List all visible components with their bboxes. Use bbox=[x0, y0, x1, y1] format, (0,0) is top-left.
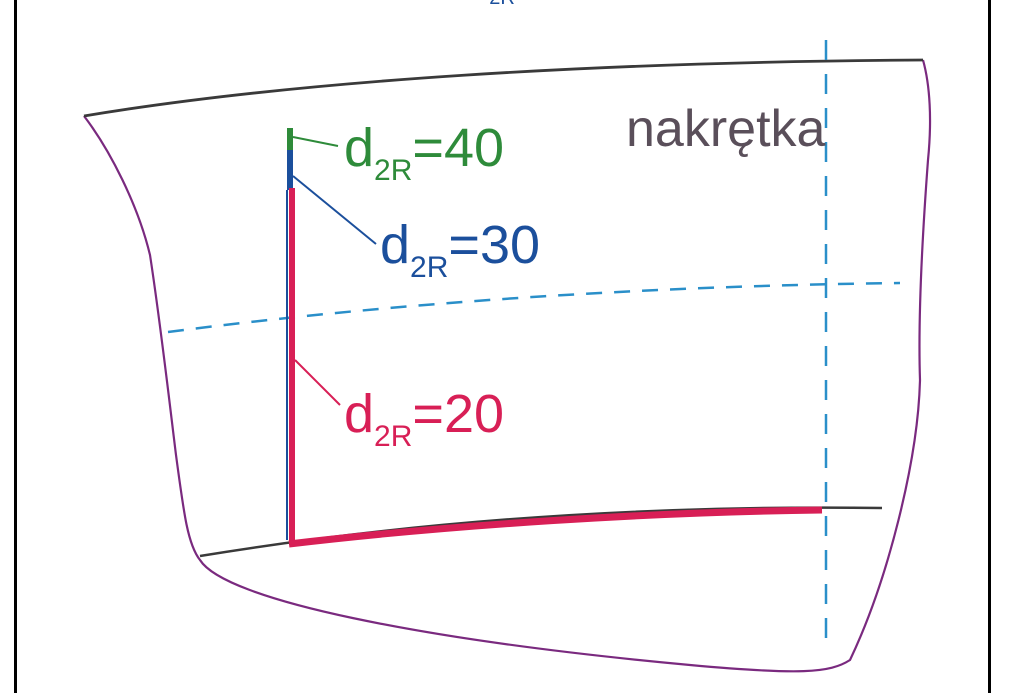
top-fragment-text: 2R bbox=[489, 0, 515, 9]
cross-section-outline bbox=[83, 59, 932, 673]
frame-border bbox=[14, 0, 991, 693]
label-d2r-30: d2R=30 bbox=[380, 215, 540, 284]
label-d2r-20: d2R=20 bbox=[344, 384, 504, 453]
leader-d20 bbox=[294, 359, 341, 406]
leader-d40 bbox=[292, 136, 339, 147]
top-thread-line bbox=[83, 58, 924, 118]
horizontal-dashed-axis bbox=[167, 281, 901, 334]
part-label-nut: nakrętka bbox=[626, 100, 826, 158]
label-d2r-40: d2R=40 bbox=[344, 118, 504, 187]
profile-d20-bottom-curve bbox=[288, 506, 823, 548]
bottom-thread-line bbox=[199, 506, 883, 558]
leader-d30 bbox=[292, 175, 377, 245]
